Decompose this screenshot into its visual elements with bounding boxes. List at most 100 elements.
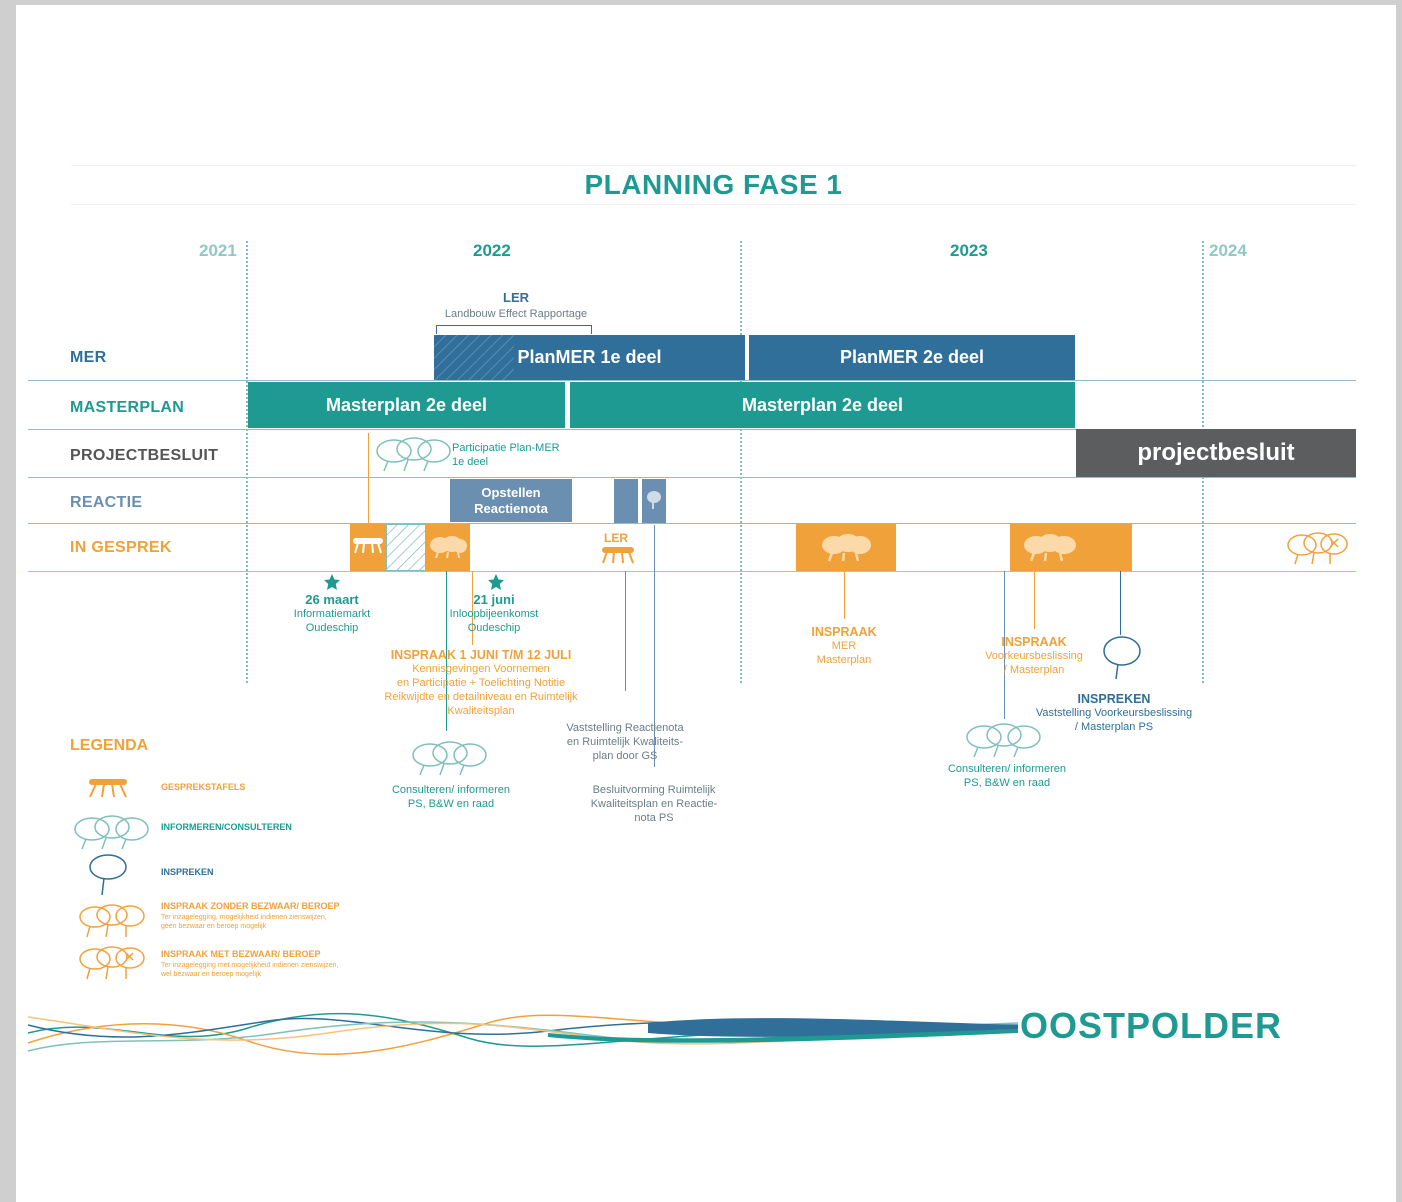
cloud-speech-x-icon [1287,532,1348,565]
row-line [28,571,1356,572]
bar-reactienota: Opstellen Reactienota [450,479,572,522]
legend-label: GESPREKSTAFELS [161,782,246,792]
legend-title: LEGENDA [70,737,149,754]
bar-planmer-1-label: PlanMER 1e deel [517,347,662,367]
cloud-speech-icon [966,723,1041,758]
connector-line [844,571,845,619]
row-line [28,477,1356,478]
cloud-speech-icon [376,437,451,472]
event-text: en Participatie + Toelichting Notitie [396,677,566,689]
event-text: Informatiemarkt [293,608,371,620]
cloud-icon [430,536,467,559]
event-21-juni: 21 juni Inloopbijeenkomst Oudeschip [430,593,558,635]
table-icon [353,538,383,554]
table-icon [89,779,127,798]
event-inspreken: INSPREKEN Vaststelling Voorkeursbeslissi… [1016,692,1212,734]
row-label-masterplan: MASTERPLAN [70,399,185,416]
event-26-maart: 26 maart Informatiemarkt Oudeschip [272,593,392,635]
event-consult-2: Consulteren/ informeren PS, B&W en raad [932,762,1082,790]
page-title: PLANNING FASE 1 [71,165,1356,205]
event-inspraak-3: INSPRAAK Voorkeursbeslissing / Masterpla… [972,635,1096,677]
event-text: / Masterplan PS [1074,721,1154,733]
row-label-projectbesluit: PROJECTBESLUIT [70,447,219,464]
legend-label: INSPRAAK ZONDER BEZWAAR/ BEROEP [161,901,340,911]
row-label-ingesprek: IN GESPREK [70,539,172,556]
event-date: 26 maart [305,592,359,607]
bar-planmer-2: PlanMER 2e deel [749,335,1075,380]
legend-sublabel: geen bezwaar en beroep mogelijk [161,923,267,930]
event-text: Vaststelling Voorkeursbeslissing [1035,707,1193,719]
event-text: Vaststelling Reactienota [566,722,684,734]
row-line [28,380,1356,381]
event-title: INSPREKEN [1077,692,1151,706]
legend-sublabel: wel bezwaar en beroep mogelijk [161,971,261,978]
connector-line [654,525,655,767]
connector-line [368,433,369,523]
star-icon [324,574,340,590]
event-text: Oudeschip [305,622,359,634]
cloud-icon [822,534,871,562]
event-text: Consulteren/ informeren [947,763,1066,775]
legend-label: INFORMEREN/CONSULTEREN [161,822,292,832]
divider-2022 [246,241,248,683]
event-text: Kwaliteitsplan en Reactie- [590,798,718,810]
event-text: Besluitvorming Ruimtelijk [592,784,716,796]
event-date: 21 juni [473,592,515,607]
event-text: Masterplan [816,654,872,666]
event-text: en Ruimtelijk Kwaliteits- [566,736,684,748]
event-text: Consulteren/ informeren [391,784,510,796]
cloud-speech-orange-icon [79,904,145,938]
speech-bubble-icon [89,854,127,896]
ler-bracket [436,325,592,334]
bar-projectbesluit: projectbesluit [1076,429,1356,477]
waves-graphic [27,1012,1019,1056]
event-title: INSPRAAK [811,625,877,639]
event-inspraak-2: INSPRAAK MER Masterplan [784,625,904,667]
event-vaststelling: Vaststelling Reactienota en Ruimtelijk K… [550,721,700,763]
connector-line [472,571,473,645]
connector-line [1004,571,1005,719]
connector-line [1120,571,1121,635]
row-label-reactie: REACTIE [70,494,143,511]
year-2021: 2021 [199,241,237,260]
event-title: INSPRAAK [1001,635,1067,649]
ler-subtitle: Landbouw Effect Rapportage [444,308,588,320]
star-icon [488,574,504,590]
row-line [28,523,1356,524]
speech-bubble-icon [1103,636,1141,680]
reactie-block-1 [614,479,638,523]
hatched-block [386,524,426,571]
speech-bubble-icon [647,491,661,509]
cloud-speech-icon [74,815,149,850]
event-besluitvorming: Besluitvorming Ruimtelijk Kwaliteitsplan… [576,783,732,825]
event-consult-1: Consulteren/ informeren PS, B&W en raad [376,783,526,811]
event-inspraak-1: INSPRAAK 1 JUNI T/M 12 JULI Kennisgeving… [356,648,606,718]
legend-sublabel: Ter inzagelegging met mogelijkheid indie… [161,962,339,969]
event-text: Inloopbijeenkomst [449,608,539,620]
cloud-icon [1024,534,1076,562]
bar-masterplan-b: Masterplan 2e deel [570,382,1075,428]
legend-sublabel: Ter inzagelegging, mogelijkheid indienen… [161,914,327,921]
connector-line [625,571,626,691]
event-text: Reikwijdte en detailniveau en Ruimtelijk [384,691,578,703]
row-label-mer: MER [70,349,107,366]
connector-line [446,571,447,731]
logo-oostpolder: OOSTPOLDER [1020,1005,1283,1046]
ler-table-label: LER [604,531,628,545]
year-2023: 2023 [950,241,988,260]
event-text: Voorkeursbeslissing [985,650,1083,662]
legend-label: INSPREKEN [161,867,214,877]
event-text: Kennisgevingen Voornemen [412,663,550,675]
ler-title: LER [503,290,529,305]
event-text: nota PS [634,812,674,824]
bar-masterplan-a: Masterplan 2e deel [248,382,565,428]
year-2024: 2024 [1209,241,1247,260]
event-title: INSPRAAK 1 JUNI T/M 12 JULI [390,648,572,662]
cloud-speech-x-icon [79,946,145,980]
year-2022: 2022 [473,241,511,260]
table-icon [602,547,634,564]
legend-label: INSPRAAK MET BEZWAAR/ BEROEP [161,949,321,959]
event-text: Kwaliteitsplan [447,705,515,717]
planning-diagram: PLANNING FASE 1 2021 2022 2023 2024 MER … [16,5,1396,1202]
event-text: MER [831,640,857,652]
